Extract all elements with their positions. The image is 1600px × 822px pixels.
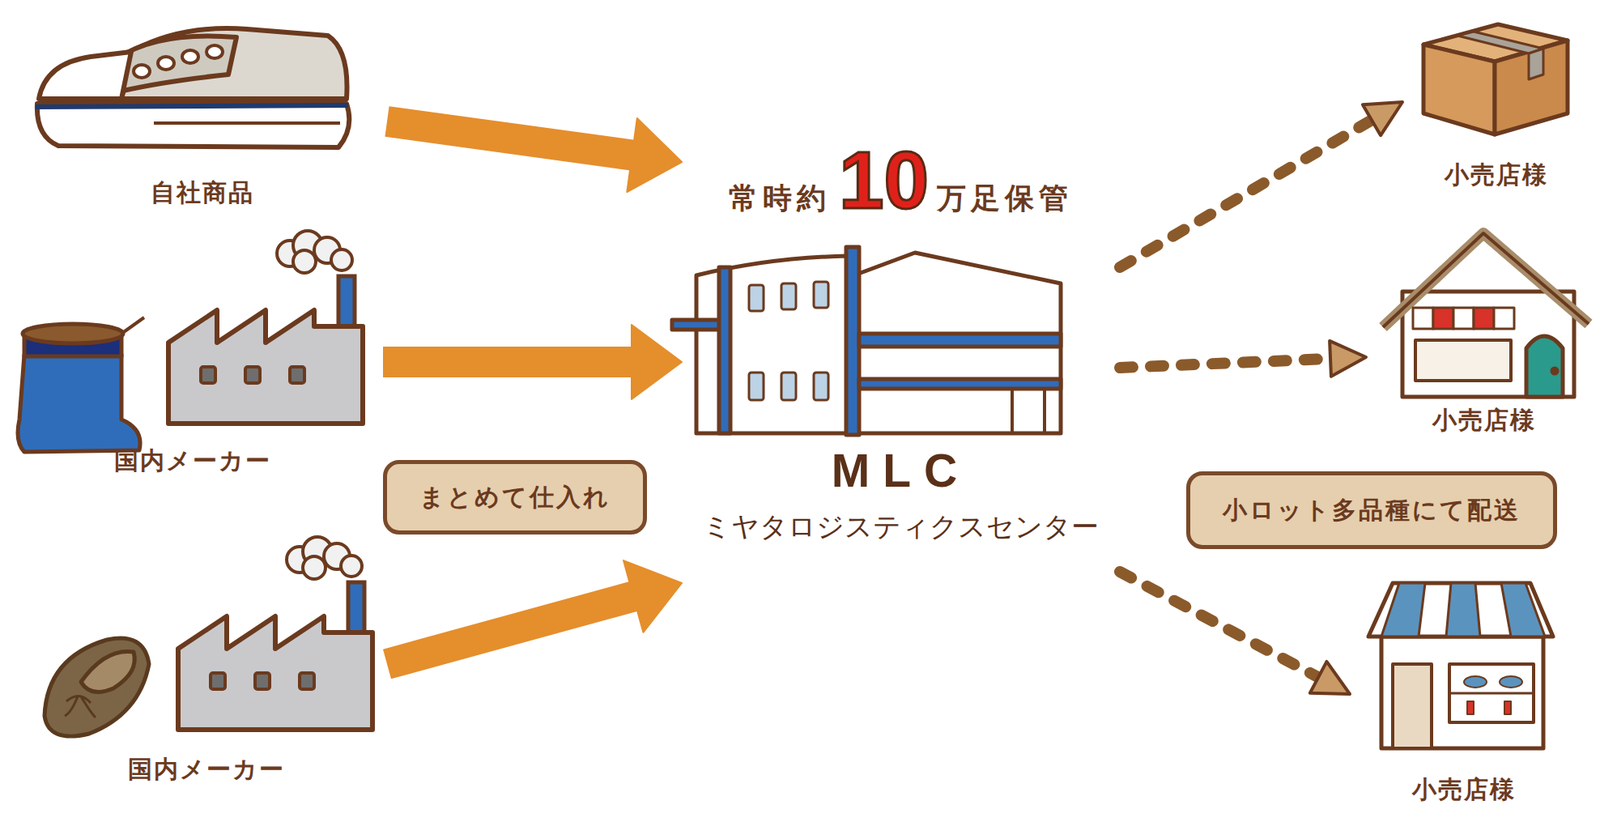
arrow-head [1362, 102, 1403, 136]
delivery-arrow [1119, 340, 1366, 377]
text-row: 自社商品 [24, 176, 381, 210]
parcel-box [1423, 24, 1568, 135]
connector-shaft [1119, 118, 1375, 268]
arrow-head [1329, 340, 1366, 377]
node-label: 国内メーカー [127, 753, 286, 787]
supply-arrow [387, 118, 682, 192]
sneaker [35, 28, 349, 148]
text-row: MLC [688, 443, 1114, 498]
text-row: 小売店様 [1408, 158, 1583, 192]
storefront [1368, 582, 1554, 749]
maker-source: 国内メーカー [8, 230, 377, 482]
highlight-number: 10 [838, 133, 929, 227]
loafer [44, 638, 149, 737]
retailer: 小売店様 [1356, 570, 1571, 814]
rain-boot [17, 317, 145, 452]
arrow-head [631, 324, 682, 400]
node-label: 小売店様 [1444, 158, 1549, 192]
retailer: 小売店様 [1408, 12, 1583, 199]
shop-house [1382, 233, 1589, 397]
connector-shaft [1119, 358, 1334, 368]
delivery-arrow [1119, 571, 1350, 694]
arrow-head [626, 118, 682, 192]
pill-label: まとめて仕入れ [419, 480, 611, 515]
text-row: ミヤタロジスティクスセンター [688, 508, 1114, 546]
text-row: 小売店様 [1372, 404, 1596, 438]
node-label: 自社商品 [150, 176, 255, 210]
node-label: 小売店様 [1412, 773, 1516, 807]
text-row: 国内メーカー [32, 753, 381, 787]
connector-shaft [1119, 571, 1322, 679]
supply-arrow [382, 324, 682, 400]
product-source: 自社商品 [24, 12, 381, 215]
maker-source: 国内メーカー [32, 534, 381, 798]
logistics-building [672, 246, 1061, 435]
arrow-head [1310, 661, 1350, 694]
note-pill: まとめて仕入れ [382, 459, 647, 535]
arrow-head [623, 560, 682, 633]
note-pill: 小ロット多品種にて配送 [1186, 471, 1558, 549]
text-row: 常時約10万足保管 [688, 133, 1114, 227]
factory [168, 230, 363, 424]
logistics-center: 常時約10万足保管 MLC ミヤタロジスティクスセンター [688, 129, 1114, 583]
delivery-arrow [1119, 102, 1403, 268]
connector-shaft [382, 346, 635, 378]
connector-shaft [387, 121, 636, 156]
node-label: 小売店様 [1432, 404, 1537, 438]
node-label: MLC [831, 443, 971, 498]
factory [178, 536, 373, 730]
text-row: 国内メーカー [8, 444, 377, 478]
retailer: 小売店様 [1372, 218, 1596, 442]
pill-label: 小ロット多品種にて配送 [1222, 493, 1521, 528]
node-label: 国内メーカー [114, 444, 272, 478]
text-row: 小売店様 [1356, 773, 1571, 807]
connector-shaft [387, 595, 637, 664]
node-label: 万足保管 [936, 178, 1073, 219]
supply-arrow [387, 560, 682, 664]
node-label: 常時約 [728, 178, 831, 219]
node-label: ミヤタロジスティクスセンター [702, 508, 1099, 546]
